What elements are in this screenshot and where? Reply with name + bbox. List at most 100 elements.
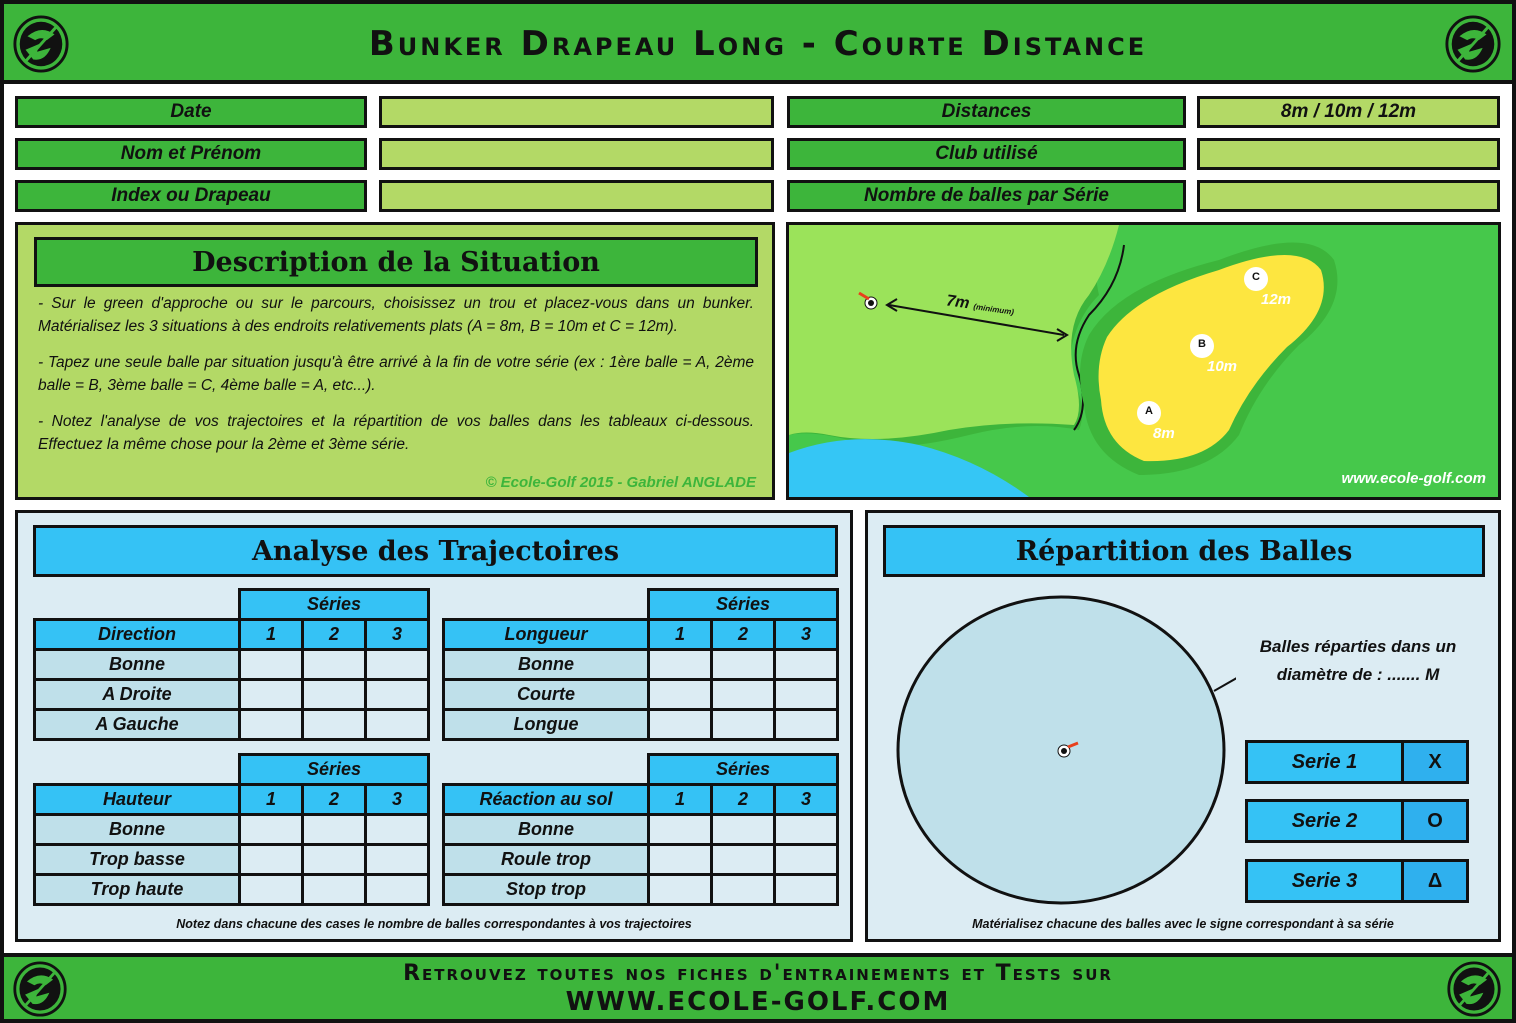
table-cell[interactable] <box>364 873 430 906</box>
table-cell[interactable] <box>364 648 430 681</box>
description-paragraph: - Tapez une seule balle par situation ju… <box>38 354 754 394</box>
col-1: 1 <box>647 783 713 816</box>
course-map-illustration <box>789 225 1498 497</box>
col-1: 1 <box>238 618 304 651</box>
row-label: Bonne <box>33 648 241 681</box>
table-cell[interactable] <box>301 843 367 876</box>
footer-bar: Retrouvez toutes nos fiches d'entraineme… <box>4 953 1512 1019</box>
col-2: 2 <box>710 783 776 816</box>
table-cell[interactable] <box>773 813 839 846</box>
row-label: Bonne <box>442 813 650 846</box>
length-header: Longueur <box>442 618 650 651</box>
table-cell[interactable] <box>301 678 367 711</box>
table-cell[interactable] <box>710 708 776 741</box>
series-label: Serie 2 <box>1248 802 1404 840</box>
table-cell[interactable] <box>773 873 839 906</box>
col-3: 3 <box>364 618 430 651</box>
point-b-marker: B <box>1198 338 1206 350</box>
distances-label: Distances <box>787 96 1186 128</box>
table-cell[interactable] <box>238 813 304 846</box>
table-cell[interactable] <box>647 678 713 711</box>
table-cell[interactable] <box>710 873 776 906</box>
table-cell[interactable] <box>364 843 430 876</box>
table-cell[interactable] <box>647 843 713 876</box>
name-label: Nom et Prénom <box>15 138 367 170</box>
triangle-mark-icon: Δ <box>1404 862 1466 900</box>
col-2: 2 <box>301 783 367 816</box>
table-cell[interactable] <box>301 873 367 906</box>
table-cell[interactable] <box>647 873 713 906</box>
series-header: Séries <box>647 588 839 621</box>
row-label: Trop basse <box>33 843 241 876</box>
table-cell[interactable] <box>773 678 839 711</box>
footer-tagline: Retrouvez toutes nos fiches d'entraineme… <box>403 961 1113 986</box>
description-panel: Description de la Situation - Sur le gre… <box>15 222 775 500</box>
col-3: 3 <box>364 783 430 816</box>
row-label: Bonne <box>442 648 650 681</box>
row-label: Trop haute <box>33 873 241 906</box>
row-label: Longue <box>442 708 650 741</box>
club-field[interactable] <box>1197 138 1500 170</box>
table-cell[interactable] <box>301 708 367 741</box>
table-cell[interactable] <box>238 873 304 906</box>
date-label: Date <box>15 96 367 128</box>
analysis-note: Notez dans chacune des cases le nombre d… <box>176 917 692 931</box>
table-cell[interactable] <box>773 648 839 681</box>
table-cell[interactable] <box>647 648 713 681</box>
footer-website-link[interactable]: WWW.ECOLE-GOLF.COM <box>565 987 951 1017</box>
point-a-marker: A <box>1145 405 1153 417</box>
table-cell[interactable] <box>238 708 304 741</box>
description-text: - Sur le green d'approche ou sur le parc… <box>38 293 754 470</box>
analysis-title: Analyse des Trajectoires <box>33 525 838 577</box>
copyright: © Ecole-Golf 2015 - Gabriel ANGLADE <box>485 474 756 491</box>
ecole-golf-logo-icon <box>13 961 67 1017</box>
table-cell[interactable] <box>647 708 713 741</box>
series-header: Séries <box>238 753 430 786</box>
table-cell[interactable] <box>710 648 776 681</box>
height-header: Hauteur <box>33 783 241 816</box>
table-cell[interactable] <box>364 708 430 741</box>
description-title: Description de la Situation <box>34 237 758 287</box>
distribution-title: Répartition des Balles <box>883 525 1485 577</box>
row-label: Bonne <box>33 813 241 846</box>
series-1-legend: Serie 1 X <box>1245 740 1469 784</box>
page-title: Bunker Drapeau Long - Courte Distance <box>368 24 1148 64</box>
description-paragraph: - Sur le green d'approche ou sur le parc… <box>38 295 754 335</box>
ground-reaction-header: Réaction au sol <box>442 783 650 816</box>
table-cell[interactable] <box>238 843 304 876</box>
distances-field[interactable]: 8m / 10m / 12m <box>1197 96 1500 128</box>
balls-per-series-label: Nombre de balles par Série <box>787 180 1186 212</box>
series-label: Serie 3 <box>1248 862 1404 900</box>
name-field[interactable] <box>379 138 774 170</box>
date-field[interactable] <box>379 96 774 128</box>
table-cell[interactable] <box>647 813 713 846</box>
table-cell[interactable] <box>301 648 367 681</box>
table-cell[interactable] <box>710 678 776 711</box>
balls-per-series-field[interactable] <box>1197 180 1500 212</box>
table-cell[interactable] <box>238 678 304 711</box>
series-2-legend: Serie 2 O <box>1245 799 1469 843</box>
table-cell[interactable] <box>710 843 776 876</box>
index-label: Index ou Drapeau <box>15 180 367 212</box>
point-c-marker: C <box>1252 271 1260 283</box>
table-cell[interactable] <box>364 678 430 711</box>
point-b-distance: 10m <box>1207 358 1238 375</box>
table-cell[interactable] <box>364 813 430 846</box>
table-cell[interactable] <box>238 648 304 681</box>
table-cell[interactable] <box>710 813 776 846</box>
row-label: Roule trop <box>442 843 650 876</box>
index-field[interactable] <box>379 180 774 212</box>
target-circle[interactable] <box>896 593 1236 913</box>
series-3-legend: Serie 3 Δ <box>1245 859 1469 903</box>
row-label: A Droite <box>33 678 241 711</box>
diameter-line-2[interactable]: diamètre de : ....... M <box>1276 665 1440 684</box>
col-2: 2 <box>301 618 367 651</box>
table-cell[interactable] <box>773 843 839 876</box>
point-c-distance: 12m <box>1261 291 1292 308</box>
table-cell[interactable] <box>301 813 367 846</box>
distribution-note: Matérialisez chacune des balles avec le … <box>972 917 1394 931</box>
table-cell[interactable] <box>773 708 839 741</box>
